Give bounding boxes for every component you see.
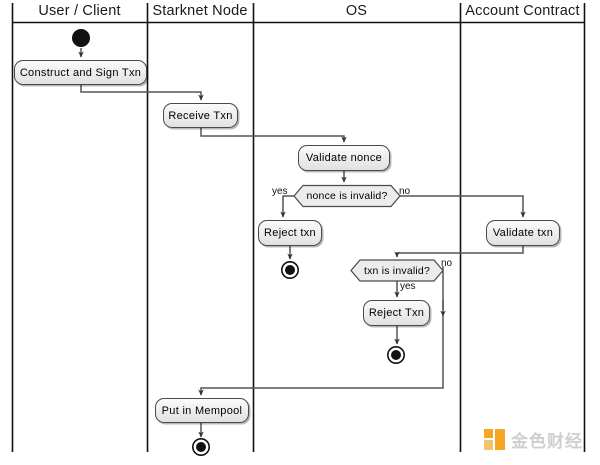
initial-node [72, 29, 90, 47]
edge-validate-txn-to-decision [394, 246, 524, 258]
swimlane-frame [11, 3, 586, 452]
edge-receive-to-validate-nonce [200, 128, 347, 143]
edge-label-txn-yes: yes [400, 281, 416, 292]
lane-title-user: User / Client [38, 3, 121, 19]
jinse-logo-icon [484, 429, 505, 450]
lane-dividers [146, 3, 462, 452]
watermark-text: 金色财经 [511, 432, 583, 451]
action-reject-txn-nonce[interactable]: Reject txn [258, 220, 322, 246]
edge-nonce-no-to-validate-txn [400, 195, 526, 218]
edge-label-txn-no: no [441, 258, 453, 269]
decision-txn-is-invalid[interactable] [350, 259, 444, 282]
final-node-mempool [192, 437, 211, 456]
action-receive-txn[interactable]: Receive Txn [163, 103, 238, 128]
decision-nonce-is-invalid[interactable] [293, 184, 401, 208]
watermark: 金色财经 [484, 427, 583, 452]
edge-txn-no-to-mempool [198, 316, 444, 396]
action-reject-txn-validate[interactable]: Reject Txn [363, 300, 430, 326]
flow-edges [78, 48, 526, 438]
edge-construct-to-receive [80, 85, 204, 101]
lane-title-account-contract: Account Contract [465, 3, 580, 19]
action-validate-txn[interactable]: Validate txn [486, 220, 560, 246]
edge-label-nonce-no: no [399, 186, 411, 197]
edge-label-nonce-yes: yes [272, 186, 288, 197]
final-node-nonce [280, 260, 299, 279]
edge-nonce-yes-to-reject [280, 195, 294, 218]
action-construct-and-sign-txn[interactable]: Construct and Sign Txn [14, 60, 147, 85]
final-node-txn [386, 345, 405, 364]
lane-title-os: OS [345, 3, 368, 19]
lane-title-starknet-node: Starknet Node [152, 3, 248, 19]
action-validate-nonce[interactable]: Validate nonce [298, 145, 390, 171]
action-put-in-mempool[interactable]: Put in Mempool [155, 398, 249, 423]
